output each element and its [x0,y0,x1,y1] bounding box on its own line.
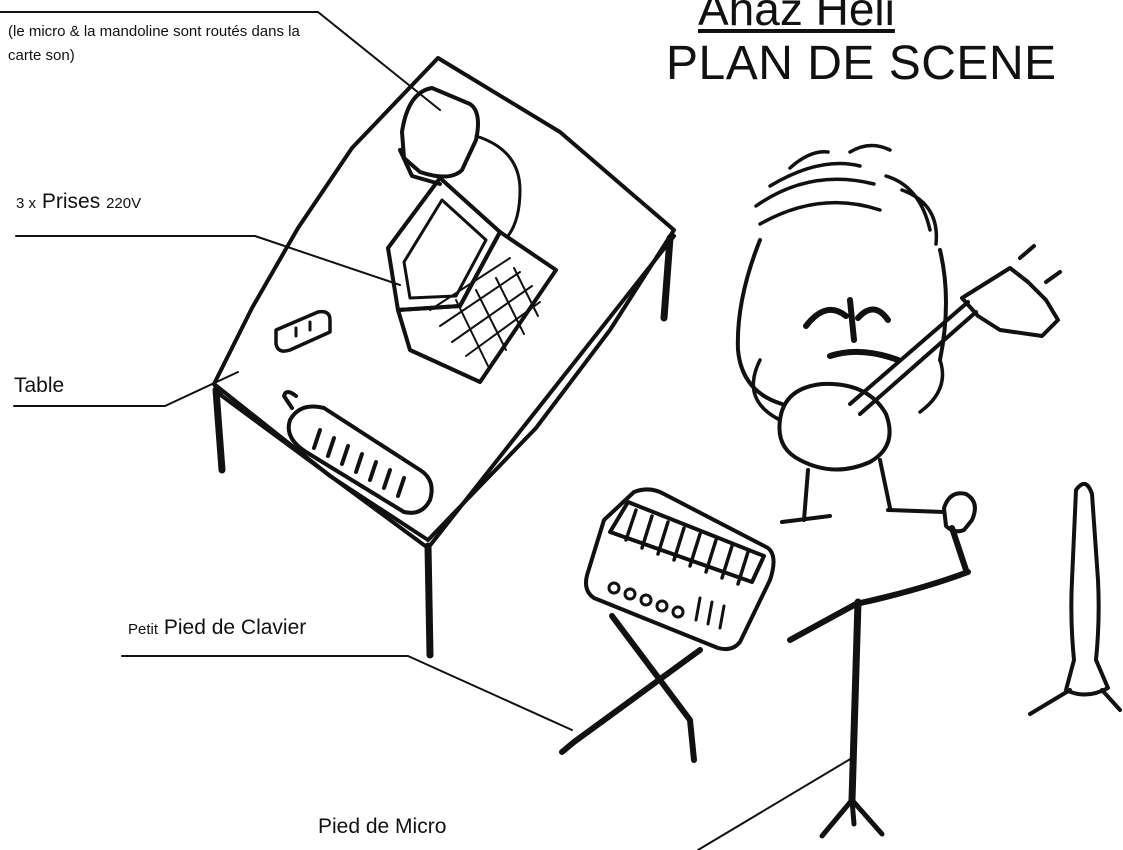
keyboard-drawing [559,487,776,763]
musician-face [803,297,901,363]
outlets-voltage: 220V [106,195,142,212]
musician-legs [780,458,946,524]
musician-drawing [735,143,1062,524]
soundcard-note: (le micro & la mandoline sont routés dan… [8,23,300,64]
keyboard-stand [559,613,703,763]
leader-outlets [15,235,401,286]
page-title: PLAN DE SCENE [666,37,1057,90]
mic-stand-drawing [787,491,977,839]
mic-stand-pole [848,598,862,804]
table-label: Table [14,374,65,397]
musician-arms [751,358,945,422]
microphone [942,491,977,534]
power-outlet [274,309,332,353]
melodica [286,404,434,515]
sound-card-cable [474,134,522,238]
outlets-count: 3 x [16,195,37,212]
mic-stand-boom [787,525,971,643]
keyboard-knobs [607,581,726,630]
melodica-keys [312,428,406,498]
table-leg-front-left [212,386,226,474]
table-leg-right [660,234,674,322]
mandolin [777,300,978,472]
outlets-label: 3 x Prises 220V [16,190,141,214]
band-name-title: Ahaz Heli [698,0,895,35]
instrument-stand [1028,482,1122,716]
keyboard-stand-name: Pied de Clavier [163,616,307,639]
leader-keyboard-stand [121,655,573,731]
sound-card-drawing [398,86,522,238]
leader-soundcard [0,11,441,111]
musician-head [735,238,948,406]
musician-hair [754,143,939,246]
table-drawing [212,56,676,659]
leader-mic-stand [697,757,853,850]
laptop-drawing [386,176,558,384]
sound-card [400,86,480,179]
laptop-keyboard-grid [429,257,541,367]
mandolin-headstock [960,244,1062,338]
callout-lines [0,11,853,850]
keyboard-keys [608,500,766,584]
table-top [212,56,676,542]
keyboard-stand-label: Petit Pied de Clavier [128,616,306,640]
table-leg-front [424,542,434,659]
melodica-drawing [282,390,434,515]
keyboard-stand-size: Petit [128,621,159,638]
instrument-stand-drawing [1028,482,1122,716]
mic-stand-label: Pied de Micro [318,815,447,838]
melodica-mouthpiece [282,390,298,410]
table-edge [212,234,676,550]
keyboard-body [584,487,776,652]
mic-stand-base [819,797,885,839]
outlets-name: Prises [41,190,101,213]
power-outlet-drawing [274,309,332,353]
